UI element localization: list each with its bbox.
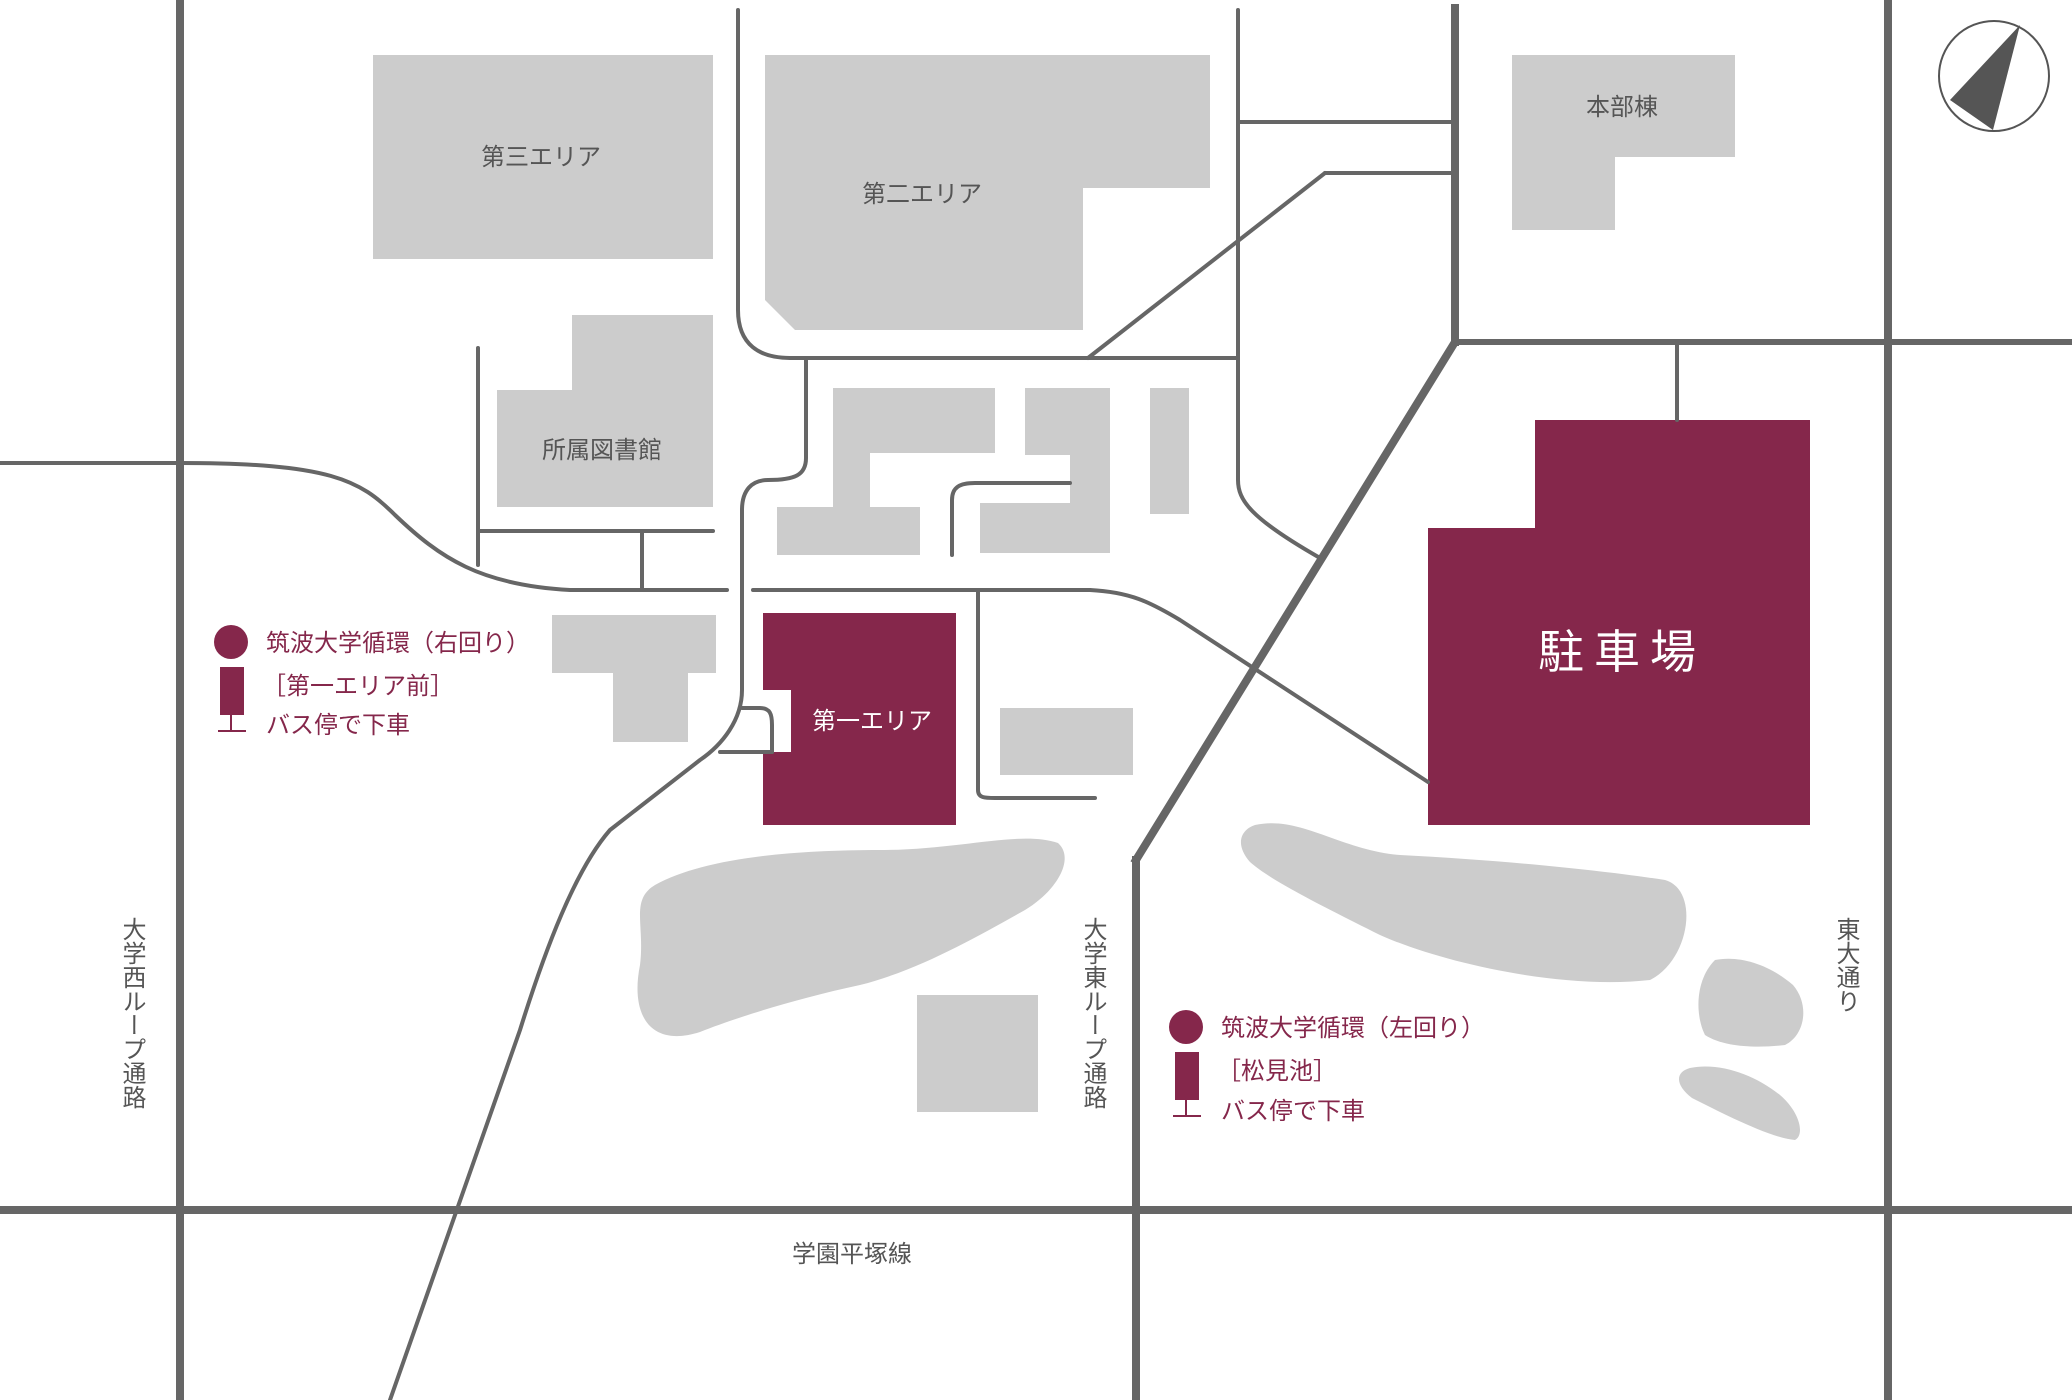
pond-matsumi <box>1240 823 1687 983</box>
label-east-ave: 東大通り <box>1832 917 1860 1013</box>
bus-stop-left-loop: 筑波大学循環（左回り） ［松見池］ バス停で下車 <box>1169 1010 1485 1125</box>
label-gakuen: 学園平塚線 <box>792 1240 912 1268</box>
bus-stop-name: ［松見池］ <box>1217 1057 1337 1085</box>
label-area2: 第二エリア <box>862 180 982 208</box>
building-center-c <box>1150 388 1189 514</box>
building-south-east <box>1000 708 1133 775</box>
bus-route-label: 筑波大学循環（左回り） <box>1221 1014 1485 1042</box>
pond-east-small <box>1698 958 1804 1047</box>
bus-route-label: 筑波大学循環（右回り） <box>266 629 530 657</box>
pond-west <box>637 838 1065 1037</box>
bus-stop-icon <box>214 625 248 732</box>
label-area3: 第三エリア <box>481 143 601 171</box>
road-labels: 大学西ループ通路 大学東ループ通路 東大通り 学園平塚線 <box>118 917 1860 1268</box>
bus-stop-right-loop: 筑波大学循環（右回り） ［第一エリア前］ バス停で下車 <box>214 625 530 739</box>
gray-buildings <box>373 55 1735 1112</box>
label-west-loop: 大学西ループ通路 <box>118 917 146 1109</box>
label-east-loop: 大学東ループ通路 <box>1079 917 1107 1109</box>
building-center-b <box>980 388 1110 553</box>
bus-stop-icon <box>1169 1010 1203 1117</box>
building-area1[interactable] <box>763 613 956 825</box>
label-library: 所属図書館 <box>542 436 662 464</box>
accent-buildings <box>763 420 1810 825</box>
building-west-lower <box>552 615 716 742</box>
building-library <box>497 315 713 507</box>
minor-roads <box>0 8 2072 1400</box>
bus-instruction: バス停で下車 <box>1221 1097 1365 1125</box>
label-parking: 駐車場 <box>1538 625 1706 679</box>
building-honbu <box>1512 55 1735 230</box>
label-area1: 第一エリア <box>812 707 932 735</box>
pond-east-tail <box>1678 1066 1800 1140</box>
compass-icon <box>1938 20 2050 132</box>
label-honbu: 本部棟 <box>1586 93 1658 121</box>
bus-stop-name: ［第一エリア前］ <box>262 672 454 700</box>
building-south <box>917 995 1038 1112</box>
building-parking[interactable] <box>1428 420 1810 825</box>
bus-instruction: バス停で下車 <box>266 711 410 739</box>
ponds <box>637 823 1804 1140</box>
building-area3 <box>373 55 713 259</box>
area-labels: 第三エリア 第二エリア 本部棟 所属図書館 第一エリア 駐車場 <box>481 93 1706 735</box>
building-area2 <box>765 55 1210 330</box>
building-center-a <box>777 388 995 555</box>
